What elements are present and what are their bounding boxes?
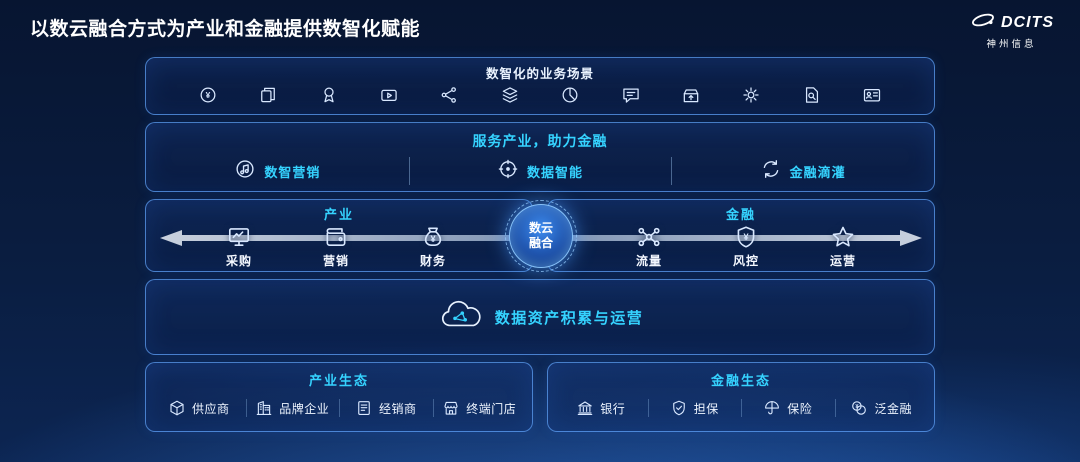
eco-item-label: 保险: [787, 401, 813, 416]
flow-item-label: 营销: [322, 254, 349, 268]
data-asset-label: 数据资产积累与运营: [494, 309, 644, 327]
flow-item-label: 风控: [732, 254, 759, 268]
svg-text:¥: ¥: [856, 404, 860, 410]
chat-icon: [621, 85, 641, 105]
logo-company: 神州信息: [986, 39, 1037, 50]
flow-item-label: 流量: [635, 254, 662, 268]
finance-moneybag-icon: ¥: [420, 224, 446, 250]
eco-item-store: 终端门店: [432, 395, 527, 421]
eco-item-insurance: 保险: [741, 395, 835, 421]
eco-item-label: 银行: [600, 401, 626, 416]
supplier-cube-icon: [168, 399, 186, 417]
insurance-umbrella-icon: [763, 399, 781, 417]
scenarios-title: 数智化的业务场景: [485, 67, 594, 81]
eco-item-pan-finance: ¥ 泛金融: [834, 395, 929, 421]
eco-item-label: 终端门店: [466, 401, 517, 416]
services-items-row: 数智营销 数据智能 金融滴灌: [146, 156, 934, 186]
stack-layers-icon: [500, 85, 520, 105]
industry-ecosystem-items: 供应商 品牌企业 经销商 终端门店: [152, 395, 526, 421]
industry-ecosystem-title: 产业生态: [308, 373, 369, 388]
data-intelligence-icon: [497, 158, 519, 185]
industry-ecosystem-panel: 产业生态 供应商 品牌企业 经销商 终端门店: [145, 362, 533, 432]
industry-title: 产业: [323, 207, 354, 222]
share-network-icon: [439, 85, 459, 105]
distributor-list-icon: [355, 399, 373, 417]
pie-chart-icon: [560, 85, 580, 105]
data-asset-panel: 数据资产积累与运营: [145, 279, 935, 355]
svg-text:¥: ¥: [206, 90, 211, 100]
copy-icon: [258, 85, 278, 105]
flow-item-finance-dept: ¥: [403, 224, 463, 255]
svg-text:¥: ¥: [743, 232, 749, 242]
gear-icon: [741, 85, 761, 105]
fusion-label: 数云融合: [528, 221, 553, 250]
brand-building-icon: [255, 399, 273, 417]
financial-drip-icon: [760, 158, 782, 185]
bank-icon: [576, 399, 594, 417]
digital-marketing-icon: [234, 158, 256, 185]
industry-panel: 产业 采购 营销 ¥ 财务: [145, 199, 533, 272]
eco-item-label: 供应商: [191, 401, 230, 416]
service-item-label: 数据智能: [527, 164, 584, 180]
guarantee-shield-icon: [670, 399, 688, 417]
flow-item-risk: ¥: [716, 224, 776, 255]
cloud-network-icon: [437, 298, 483, 337]
eco-item-supplier: 供应商: [152, 395, 246, 421]
dcits-logo: DCITS 神州信息: [969, 10, 1054, 50]
services-panel: 服务产业，助力金融 数智营销 数据智能 金融滴灌: [145, 122, 935, 192]
services-title: 服务产业，助力金融: [472, 133, 608, 149]
store-front-icon: [442, 399, 460, 417]
finance-ecosystem-items: 银行 担保 保险 ¥ 泛金融: [554, 395, 928, 421]
marketing-wallet-icon: [323, 224, 349, 250]
file-search-icon: [802, 85, 822, 105]
flow-item-procurement: [209, 224, 269, 255]
traffic-network-icon: [636, 224, 662, 250]
scenarios-panel: 数智化的业务场景 ¥: [145, 57, 935, 115]
pan-finance-coins-icon: ¥: [850, 399, 868, 417]
coin-icon: ¥: [198, 85, 218, 105]
id-card-icon: [862, 85, 882, 105]
finance-panel: 金融 流量 ¥ 风控 运营: [547, 199, 935, 272]
service-item-label: 数智营销: [264, 164, 321, 180]
eco-item-label: 担保: [693, 401, 719, 416]
service-item-digital-marketing: 数智营销: [146, 156, 409, 186]
eco-item-bank: 银行: [554, 395, 648, 421]
medal-icon: [319, 85, 339, 105]
fusion-circle: 数云融合: [505, 200, 577, 272]
flow-item-label: 运营: [829, 254, 856, 268]
eco-item-distributor: 经销商: [339, 395, 433, 421]
page-title: 以数云融合方式为产业和金融提供数智化赋能: [30, 19, 421, 40]
logo-brand: DCITS: [1001, 13, 1054, 31]
flow-item-label: 采购: [225, 254, 252, 268]
service-item-data-intelligence: 数据智能: [408, 156, 672, 186]
box-upload-icon: [681, 85, 701, 105]
operations-star-icon: [830, 224, 856, 250]
eco-item-label: 经销商: [378, 401, 417, 416]
service-item-label: 金融滴灌: [789, 164, 846, 180]
right-arrow: [562, 230, 922, 246]
eco-item-label: 品牌企业: [279, 401, 330, 416]
service-item-financial-drip: 金融滴灌: [671, 156, 934, 186]
svg-text:¥: ¥: [430, 234, 436, 244]
logo-swoosh-icon: [969, 10, 997, 35]
flow-item-traffic: [619, 224, 679, 255]
finance-title: 金融: [725, 207, 756, 222]
scenario-icons-row: ¥: [146, 85, 934, 105]
eco-item-label: 泛金融: [874, 401, 912, 416]
eco-item-guarantee: 担保: [647, 395, 742, 421]
video-icon: [379, 85, 399, 105]
finance-ecosystem-panel: 金融生态 银行 担保 保险 ¥ 泛金融: [547, 362, 935, 432]
flow-item-marketing: [306, 224, 366, 255]
flow-item-operations: [813, 224, 873, 255]
eco-item-brand: 品牌企业: [245, 395, 340, 421]
risk-shield-icon: ¥: [733, 224, 759, 250]
finance-ecosystem-title: 金融生态: [710, 373, 771, 388]
procurement-monitor-icon: [226, 224, 252, 250]
flow-item-label: 财务: [419, 254, 446, 268]
